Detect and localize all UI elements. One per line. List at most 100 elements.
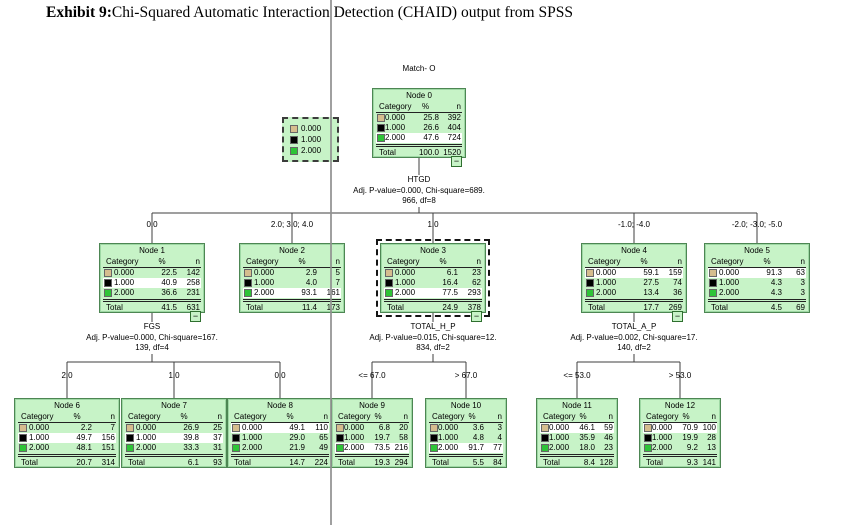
total-n: 314 (101, 458, 115, 467)
category-n: 258 (186, 278, 200, 287)
exhibit-label: Exhibit 9: (46, 4, 112, 21)
collapse-button[interactable]: − (672, 311, 683, 322)
category-label: 0.000 (136, 423, 157, 432)
node-column-headers: Category % n (376, 101, 462, 113)
category-label: 0.000 (438, 423, 459, 432)
category-percent: 22.5 (161, 268, 177, 277)
category-swatch (385, 269, 393, 277)
percent-column-header: % (421, 101, 430, 111)
category-percent: 4.3 (770, 278, 782, 287)
collapse-button[interactable]: − (451, 156, 462, 167)
node-column-headers: Category % n (125, 411, 223, 423)
category-percent: 93.1 (301, 288, 317, 297)
total-n: 631 (186, 303, 200, 312)
total-n: 141 (702, 458, 716, 467)
category-swatch (586, 289, 594, 297)
category-swatch (104, 269, 112, 277)
category-n: 231 (186, 288, 200, 297)
category-swatch (586, 269, 594, 277)
total-n: 173 (326, 303, 340, 312)
category-swatch (19, 434, 27, 442)
category-column-header: Category (432, 411, 465, 421)
percent-column-header: % (763, 256, 771, 266)
category-column-header: Category (387, 256, 420, 266)
legend[interactable]: 0.000 1.000 2.000 (282, 117, 339, 162)
category-n: 37 (213, 433, 222, 442)
category-n: 3 (497, 423, 502, 432)
total-percent: 5.5 (472, 458, 484, 467)
category-swatch (244, 269, 252, 277)
category-swatch (336, 444, 344, 452)
node-title: Node 7 (161, 401, 187, 410)
category-label: 0.000 (719, 268, 740, 277)
collapse-button[interactable]: − (190, 311, 201, 322)
node-column-headers: Category % n (429, 411, 503, 423)
category-n: 161 (326, 288, 340, 297)
category-percent: 21.9 (289, 443, 305, 452)
category-label: 1.000 (385, 123, 406, 132)
category-percent: 40.9 (161, 278, 177, 287)
category-percent: 47.6 (423, 133, 439, 142)
category-swatch (644, 434, 652, 442)
n-column-header: n (195, 256, 200, 266)
total-percent: 6.1 (187, 458, 199, 467)
category-percent: 49.7 (76, 433, 92, 442)
category-percent: 2.9 (305, 268, 317, 277)
branch-label: 0.0 (146, 220, 158, 229)
total-n: 93 (213, 458, 222, 467)
total-n: 84 (493, 458, 502, 467)
collapse-button[interactable]: − (471, 311, 482, 322)
total-row: Total 8.4 128 (540, 458, 614, 468)
category-n: 4 (497, 433, 502, 442)
category-n: 49 (319, 443, 328, 452)
branch-label: 1.0 (427, 220, 439, 229)
category-swatch (586, 279, 594, 287)
category-n: 3 (800, 278, 805, 287)
category-column-header: Category (106, 256, 139, 266)
category-label: 2.000 (652, 443, 673, 452)
total-label: Total (711, 303, 728, 312)
total-label: Total (128, 458, 145, 467)
category-swatch (541, 424, 549, 432)
total-percent: 8.4 (583, 458, 595, 467)
percent-column-header: % (374, 411, 382, 421)
category-swatch (709, 269, 717, 277)
node-title: Node 0 (406, 91, 432, 100)
category-label: 1.000 (395, 278, 416, 287)
category-n: 13 (707, 443, 716, 452)
node-column-headers: Category % n (643, 411, 717, 423)
split-stats-line1: Adj. P-value=0.002, Chi-square=17. (570, 332, 698, 342)
legend-label: 2.000 (301, 146, 322, 155)
category-n: 156 (101, 433, 115, 442)
category-percent: 27.5 (643, 278, 659, 287)
